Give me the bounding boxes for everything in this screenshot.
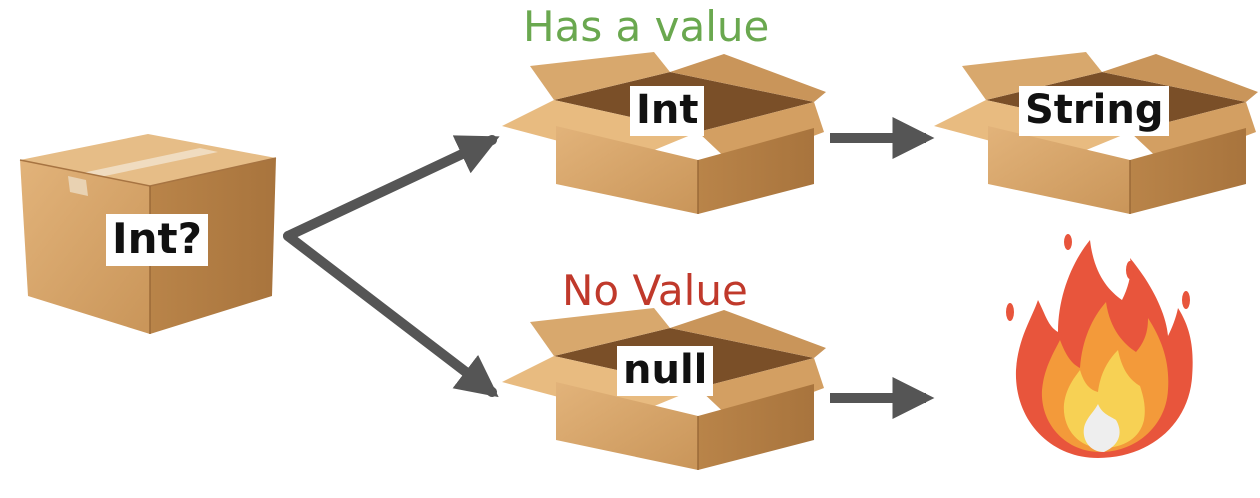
closed-box-icon — [19, 134, 277, 334]
result-box-label: String — [1019, 86, 1170, 136]
no-value-box-label: null — [617, 346, 714, 396]
source-box-label: Int? — [106, 214, 208, 266]
arrow-right-icon — [283, 135, 500, 241]
has-value-caption: Has a value — [523, 2, 770, 51]
open-box-icon — [502, 308, 826, 470]
has-value-box-label: Int — [630, 86, 705, 136]
arrow-right-icon — [283, 231, 499, 398]
open-box-icon — [502, 52, 826, 214]
no-value-caption: No Value — [562, 266, 748, 315]
fire-icon — [1006, 234, 1193, 458]
